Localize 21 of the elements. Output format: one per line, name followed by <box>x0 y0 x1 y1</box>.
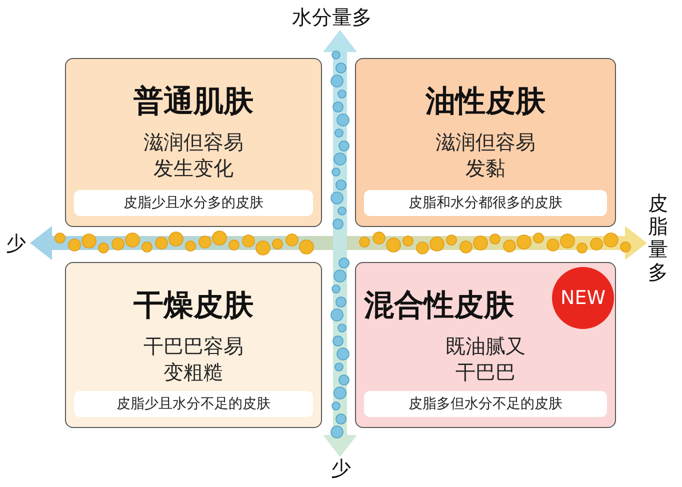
quadrant-card <box>65 58 322 227</box>
quadrant-title: 油性皮肤 <box>426 83 546 121</box>
axis-label: 少 <box>6 230 26 257</box>
quadrant-card <box>355 262 616 428</box>
axis-label: 少 <box>331 455 351 482</box>
quadrant-title: 普通肌肤 <box>134 83 254 121</box>
axis-label: 皮脂量多 <box>648 192 669 284</box>
quadrant-card <box>355 58 616 227</box>
axis-label: 水分量多 <box>292 4 372 31</box>
quadrant-card <box>65 262 322 428</box>
quadrant-description: 干巴巴容易变粗糙 <box>142 333 244 385</box>
quadrant-title: 干燥皮肤 <box>134 287 254 325</box>
quadrant-description: 滋润但容易发黏 <box>434 129 536 181</box>
quadrant-description: 滋润但容易发生变化 <box>142 129 244 181</box>
note-label: 皮脂少且水分不足的皮肤 <box>74 391 313 417</box>
note-label: 皮脂和水分都很多的皮肤 <box>364 190 607 216</box>
new-badge: NEW <box>552 267 614 329</box>
note-label: 皮脂多但水分不足的皮肤 <box>364 391 607 417</box>
quadrant-description: 既油腻又干巴巴 <box>444 333 526 385</box>
note-label: 皮脂少且水分多的皮肤 <box>74 190 313 216</box>
quadrant-title: 混合性皮肤 <box>364 287 514 325</box>
